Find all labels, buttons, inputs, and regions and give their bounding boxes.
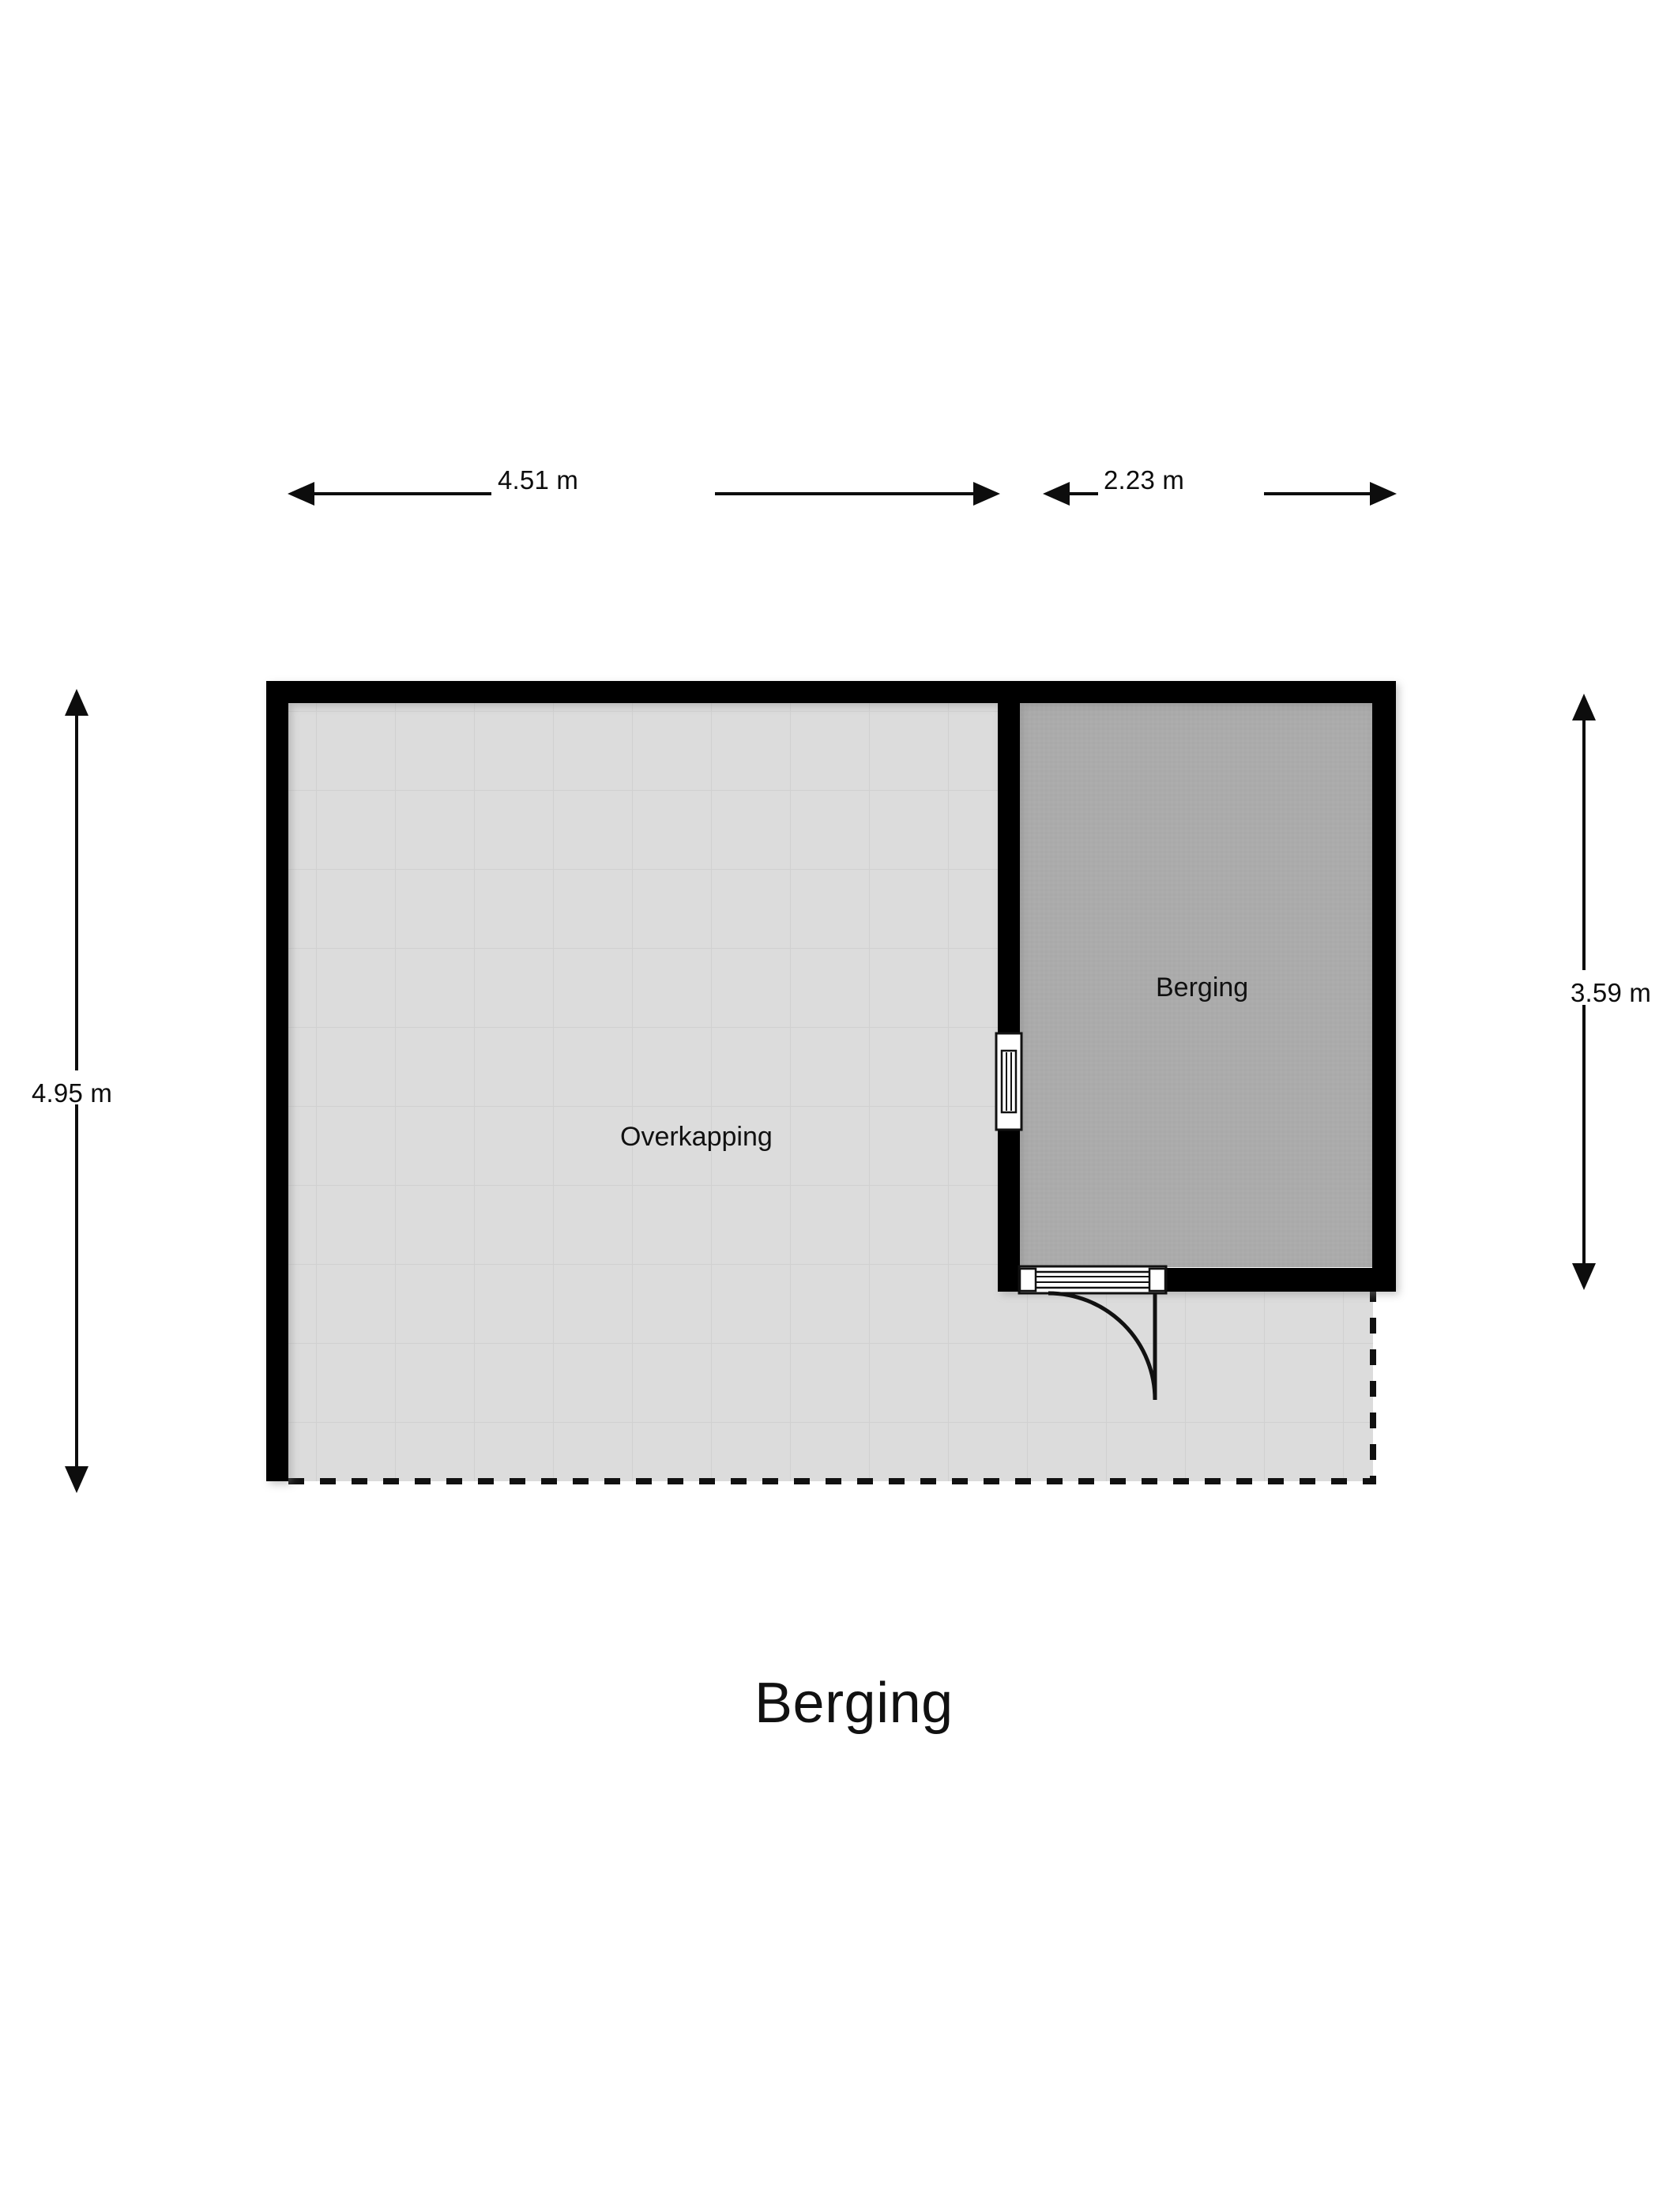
- room-floor-berging: [1020, 703, 1372, 1267]
- dimension-label-top-left: 4.51 m: [498, 465, 579, 495]
- terrace-dashed-outline: [288, 1292, 1376, 1484]
- dimension-label-top-right: 2.23 m: [1104, 465, 1185, 495]
- dimension-left: [65, 689, 88, 1493]
- walls: [266, 681, 1396, 1481]
- room-label-berging: Berging: [1156, 972, 1249, 1003]
- room-label-overkapping: Overkapping: [620, 1122, 773, 1152]
- interior-window: [995, 1032, 1023, 1131]
- dimension-label-left: 4.95 m: [32, 1078, 113, 1108]
- page-title: Berging: [754, 1672, 954, 1735]
- dimension-top-right: [1043, 482, 1397, 506]
- entry-door: [1018, 1265, 1168, 1401]
- room-floor-overkapping: [288, 703, 1373, 1481]
- dimension-right: [1572, 694, 1596, 1290]
- dimension-top-left: [288, 482, 1000, 506]
- dimension-label-right: 3.59 m: [1571, 978, 1652, 1007]
